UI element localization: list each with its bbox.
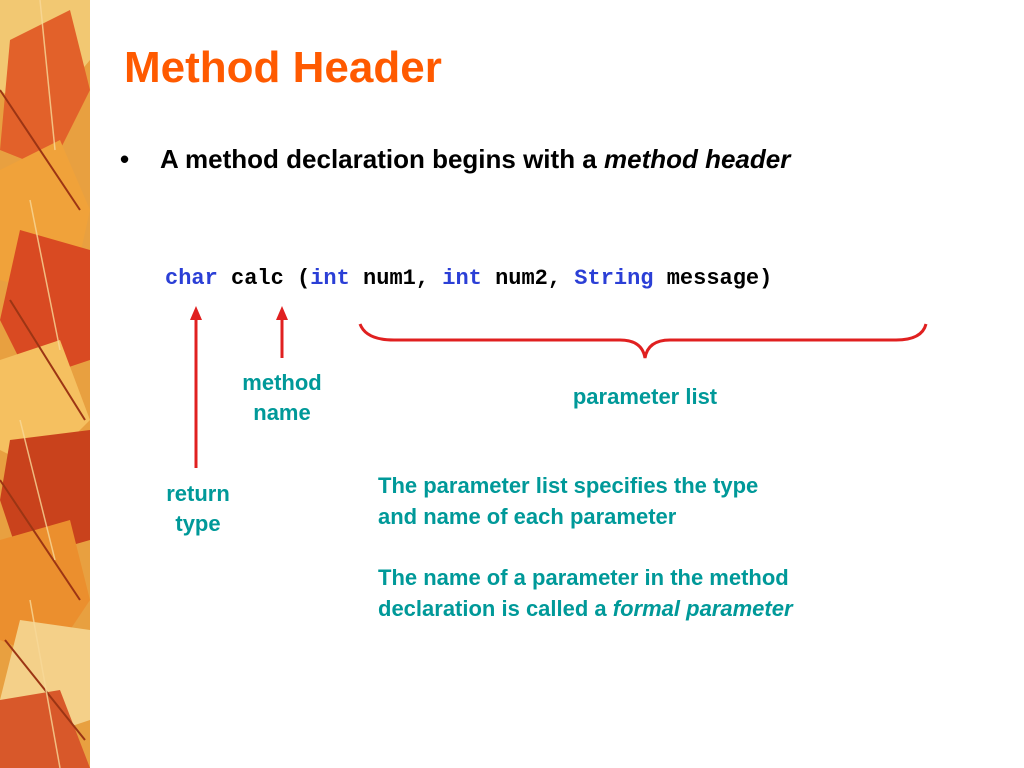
method-name-arrow-icon: [276, 306, 288, 358]
return-type-arrow-icon: [190, 306, 202, 468]
parameter-list-label: parameter list: [572, 384, 718, 409]
formal-parameter-description: The name of a parameter in the method de…: [378, 562, 793, 624]
formal-parameter-description-text: declaration is called a: [378, 596, 613, 621]
method-header-code: char calc (int num1, int num2, String me…: [165, 266, 772, 291]
code-token-int-2: int: [442, 266, 482, 291]
parameter-list-description: The parameter list specifies the type an…: [378, 470, 758, 532]
return-type-label: return type: [140, 479, 256, 539]
bullet-point: • A method declaration begins with a meth…: [120, 146, 790, 172]
code-token-num2: num2,: [481, 266, 575, 291]
parameter-list-brace-icon: [358, 323, 928, 359]
parameter-list-description-line1: The parameter list specifies the type: [378, 473, 759, 498]
code-token-message: message): [653, 266, 773, 291]
return-type-label-line1: return: [166, 481, 230, 506]
code-token-num1: num1,: [349, 266, 443, 291]
autumn-leaves-border: [0, 0, 90, 768]
return-type-label-line2: type: [175, 511, 221, 536]
code-token-string: String: [574, 266, 654, 291]
method-name-label-line1: method: [242, 370, 322, 395]
formal-parameter-description-line1: The name of a parameter in the method: [378, 565, 789, 590]
bullet-text-plain: A method declaration begins with a: [160, 144, 604, 174]
bullet-dot-icon: •: [120, 144, 130, 174]
code-token-return-type: char: [165, 266, 218, 291]
bullet-text: A method declaration begins with a metho…: [160, 144, 790, 174]
method-name-label-line2: name: [253, 400, 311, 425]
code-token-method-name: calc (: [217, 266, 311, 291]
method-name-label: method name: [222, 368, 342, 428]
code-token-int-1: int: [310, 266, 350, 291]
formal-parameter-description-line2: declaration is called a formal parameter: [378, 593, 793, 624]
formal-parameter-emphasis: formal parameter: [612, 596, 793, 621]
parameter-list-description-line2: and name of each parameter: [378, 504, 677, 529]
slide-title: Method Header: [124, 43, 442, 92]
bullet-text-emphasis: method header: [603, 144, 791, 174]
